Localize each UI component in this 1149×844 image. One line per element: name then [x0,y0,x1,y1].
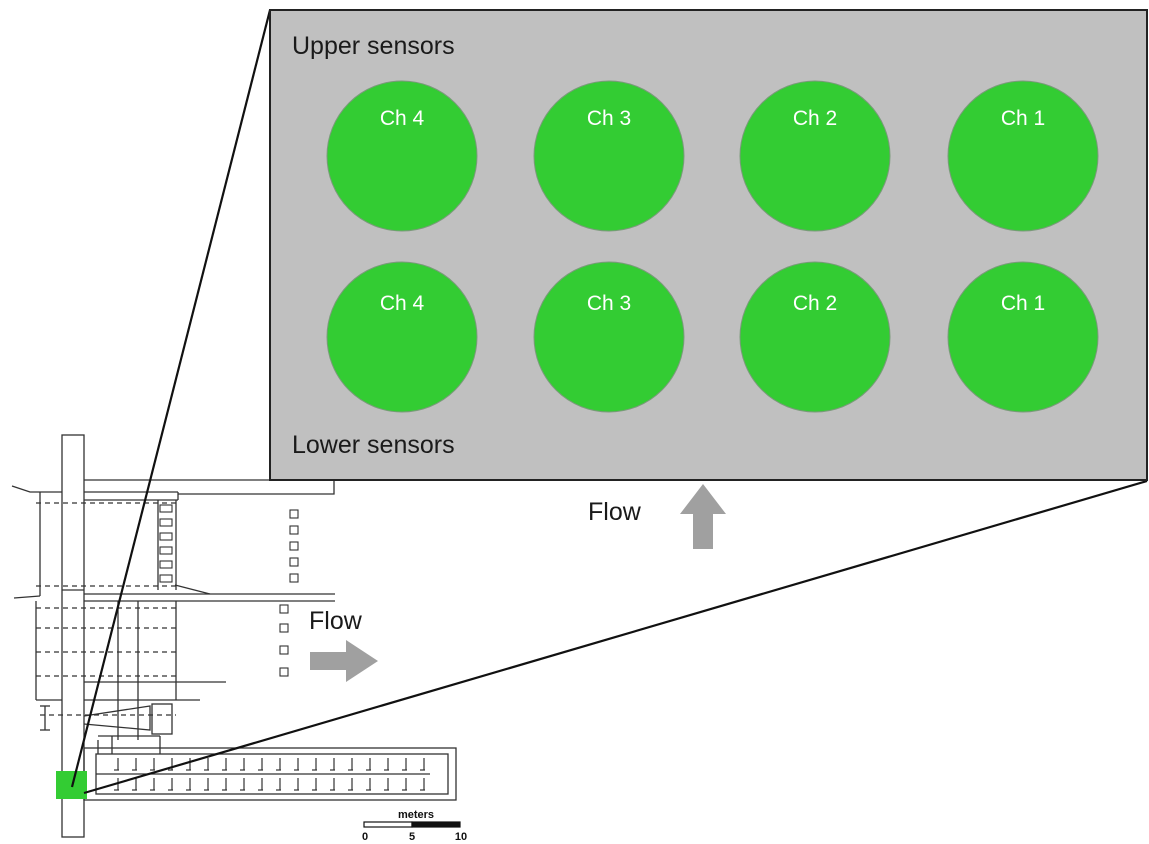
upper-sensor-ch4-label: Ch 4 [380,107,425,130]
flow-label-vertical: Flow [588,498,642,526]
flow-arrow-right-icon [310,640,378,682]
upper-sensor-ch1-label: Ch 1 [1001,107,1045,130]
lower-sensor-ch4: Ch 4 [326,261,478,413]
lower-sensor-row: Ch 4 Ch 3 Ch 2 Ch 1 [326,261,1099,413]
upper-sensors-label: Upper sensors [292,32,455,60]
scale-bar-unit: meters [398,809,434,821]
scale-bar-tick-5: 5 [409,831,415,843]
lower-sensors-label: Lower sensors [292,431,455,459]
lower-sensor-ch1: Ch 1 [947,261,1099,413]
lower-sensor-ch4-label: Ch 4 [380,292,425,315]
channel-ticks [114,758,425,791]
lower-sensor-ch2: Ch 2 [739,261,891,413]
zoom-lines [70,9,1148,795]
lower-sensor-ch3: Ch 3 [533,261,685,413]
structure-square-markers [279,509,299,677]
dam-structure-drawing [11,434,457,838]
scale-bar-tick-0: 0 [362,831,368,843]
scale-bar: meters 0 5 10 [362,809,467,843]
upper-sensor-ch4: Ch 4 [326,80,478,232]
upper-sensor-ch3: Ch 3 [533,80,685,232]
upper-sensor-ch3-label: Ch 3 [587,107,631,130]
flow-label-horizontal: Flow [309,607,363,635]
lower-sensor-ch3-label: Ch 3 [587,292,631,315]
upper-sensor-ch1: Ch 1 [947,80,1099,232]
stair-steps [159,504,173,583]
flow-arrow-up-icon [680,484,726,549]
lower-sensor-ch2-label: Ch 2 [793,292,837,315]
upper-sensor-ch2: Ch 2 [739,80,891,232]
lower-sensor-ch1-label: Ch 1 [1001,292,1045,315]
scale-bar-tick-10: 10 [455,831,467,843]
upper-sensor-row: Ch 4 Ch 3 Ch 2 Ch 1 [326,80,1099,232]
upper-sensor-ch2-label: Ch 2 [793,107,837,130]
